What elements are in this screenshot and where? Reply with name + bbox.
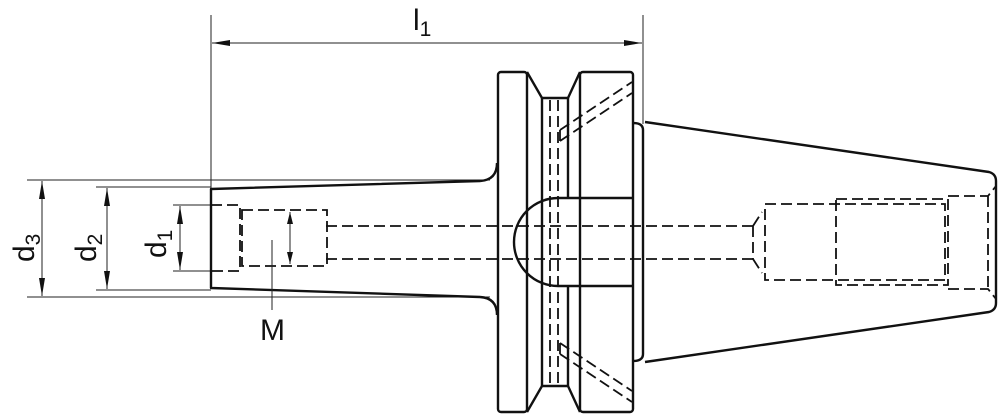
hidden-lines <box>211 185 997 300</box>
dimension-d2: d2 <box>70 186 211 291</box>
thread-callout: M <box>260 240 285 347</box>
thread-label-m: M <box>260 314 285 347</box>
taper-cone <box>644 120 998 364</box>
dimension-l1: l1 <box>210 4 644 189</box>
dimension-label-d3: d3 <box>8 234 45 262</box>
shank <box>209 162 499 316</box>
dimension-label-d1: d1 <box>140 230 177 258</box>
bore-slot <box>512 196 633 288</box>
dimension-label-l1: l1 <box>413 4 431 41</box>
dimension-d1: d1 <box>140 204 211 272</box>
dimension-label-d2: d2 <box>70 234 107 262</box>
flange <box>496 70 645 414</box>
dimension-d3: d3 <box>8 179 490 298</box>
